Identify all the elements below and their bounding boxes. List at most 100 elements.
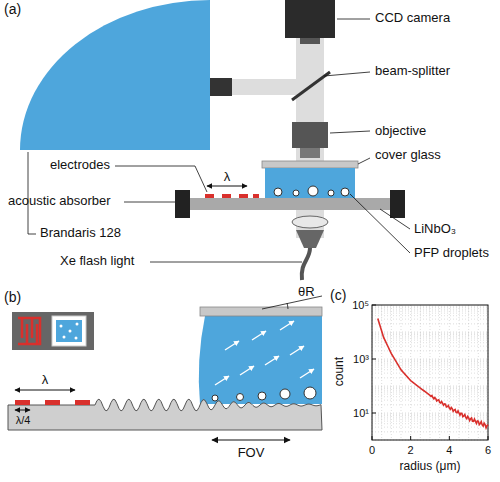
panel-label: (b): [4, 290, 21, 305]
grid-line: [372, 315, 488, 316]
dimension-label: λ: [42, 373, 49, 387]
acoustic-absorber: [175, 190, 190, 218]
part-label: electrodes: [50, 158, 110, 172]
tick-label: 10¹: [353, 407, 369, 419]
grid-line: [372, 346, 488, 347]
idt-electrode: [18, 318, 40, 344]
grid-line: [372, 361, 488, 362]
wavelength-arrow: [207, 186, 247, 187]
objective-tip: [300, 148, 320, 158]
tick: [372, 305, 376, 306]
grid-line: [372, 307, 488, 308]
streaming-arrow: [280, 321, 294, 330]
grid-line: [439, 305, 440, 440]
streaming-arrow: [252, 331, 266, 340]
part-label: objective: [375, 124, 426, 138]
part-label: Brandaris 128: [40, 226, 121, 240]
streaming-arrow: [240, 366, 254, 375]
droplet: [280, 389, 290, 399]
grid-line: [372, 427, 488, 428]
part-label: LiNbO₃: [414, 222, 456, 236]
part-label: Xe flash light: [60, 254, 134, 268]
angle-label: θR: [298, 285, 315, 299]
camera-mount: [300, 38, 320, 44]
liquid: [265, 168, 355, 198]
droplet: [237, 394, 244, 401]
tick-label: 0: [369, 444, 375, 456]
grid-line: [372, 342, 488, 343]
tick-label: 2: [408, 444, 414, 456]
ccd-camera: [285, 0, 335, 38]
axis-title: count: [333, 357, 346, 386]
grid-line: [372, 400, 488, 401]
grid-line: [381, 305, 382, 440]
droplets: [212, 387, 316, 401]
droplets: [274, 186, 349, 196]
droplet: [304, 387, 316, 399]
grid-line: [372, 423, 488, 424]
fov-arrow: [212, 439, 290, 440]
camera-port: [210, 78, 232, 96]
tick: [410, 436, 411, 440]
grid-line: [372, 313, 488, 314]
dimension-label: λ/4: [16, 414, 31, 426]
dimension-label: λ: [224, 170, 231, 184]
grid-line: [391, 305, 392, 440]
dimension-label: FOV: [238, 446, 265, 460]
tick: [372, 359, 376, 360]
tick-label: 4: [446, 444, 452, 456]
liquid: [199, 316, 322, 404]
streaming-arrows: [215, 321, 314, 385]
panel-label: (c): [330, 288, 346, 303]
cover-glass: [200, 307, 322, 316]
tick-label: 10⁵: [352, 299, 369, 311]
grid-line: [401, 305, 402, 440]
part-label: PFP droplets: [414, 246, 489, 260]
plot-frame: [372, 305, 488, 440]
leader-lines: [28, 19, 410, 262]
grid-line: [372, 334, 488, 335]
tick: [488, 436, 489, 440]
acoustic-absorber: [390, 190, 405, 218]
chip: [12, 312, 94, 350]
brandaris-camera: [20, 0, 210, 150]
angle-arc: [287, 303, 288, 309]
axis-title: radius (μm): [400, 460, 461, 473]
condenser-lens: [292, 216, 328, 228]
chamber-frame: [52, 316, 86, 346]
grid-line: [372, 369, 488, 370]
grid-line: [372, 340, 488, 341]
tick: [372, 413, 376, 414]
histogram-curve: [378, 319, 488, 428]
flash-lamp: [296, 230, 324, 248]
electrodes: [15, 400, 90, 405]
tick: [372, 436, 373, 440]
part-label: acoustic absorber: [8, 194, 111, 208]
grid-line: [372, 388, 488, 389]
droplet: [212, 395, 218, 401]
grid-line: [372, 415, 488, 416]
grid-line: [372, 367, 488, 368]
tick-label: 6: [485, 444, 491, 456]
objective: [292, 122, 328, 148]
grid: [372, 305, 488, 440]
substrate: [8, 399, 322, 430]
cover-glass: [262, 161, 358, 168]
grid-line: [420, 305, 421, 440]
streaming-arrow: [265, 356, 279, 365]
grid-line: [459, 305, 460, 440]
grid-line: [372, 421, 488, 422]
electrodes: [205, 194, 259, 198]
grid-line: [372, 373, 488, 374]
quarter-arrow: [15, 410, 30, 411]
panel-label: (a): [4, 2, 21, 17]
part-label: cover glass: [375, 148, 441, 162]
tick: [449, 436, 450, 440]
streaming-arrow: [300, 369, 314, 378]
flash-cable: [302, 248, 310, 280]
chip-droplets: [60, 323, 79, 340]
grid-line: [430, 305, 431, 440]
part-label: beam-splitter: [375, 64, 450, 78]
streaming-arrow: [290, 346, 304, 355]
linbo3-plate: [175, 198, 405, 210]
